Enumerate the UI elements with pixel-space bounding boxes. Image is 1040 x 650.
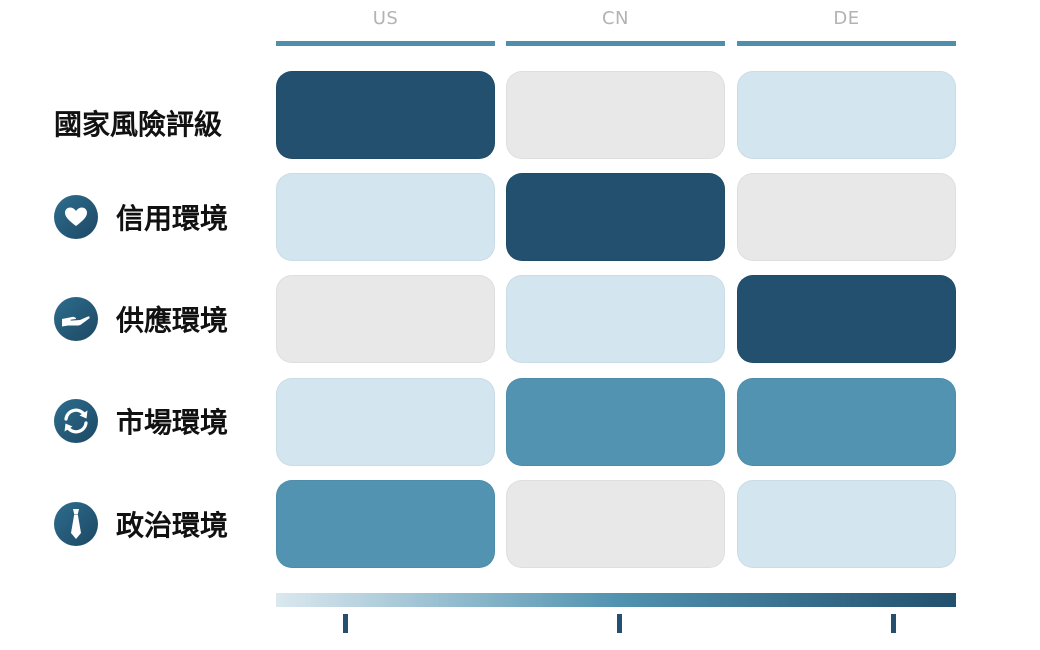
row-label-supply: 供應環境	[54, 275, 228, 363]
heatmap-cell-cn-5	[506, 480, 725, 568]
heatmap-cell-us-1	[276, 71, 495, 159]
row-label-country-risk: 國家風險評級	[54, 79, 222, 167]
row-label-text: 信用環境	[116, 202, 229, 235]
legend-tick-2	[617, 614, 622, 633]
row-label-political: 政治環境	[54, 480, 228, 568]
heatmap-cell-de-3	[737, 275, 956, 363]
column-header-cn: CN	[601, 8, 630, 29]
heatmap-cell-us-2	[276, 173, 495, 261]
row-label-text: 政治環境	[116, 509, 229, 542]
heatmap-cell-cn-1	[506, 71, 725, 159]
legend-tick-1	[343, 614, 348, 633]
heatmap-cell-de-2	[737, 173, 956, 261]
heatmap-cell-us-5	[276, 480, 495, 568]
column-header-us: US	[372, 8, 399, 29]
heatmap-cell-us-3	[276, 275, 495, 363]
row-label-text: 國家風險評級	[54, 108, 223, 141]
cycle-arrows-icon	[54, 399, 98, 443]
column-bar-de	[737, 41, 956, 46]
heatmap-cell-de-1	[737, 71, 956, 159]
column-header-de: DE	[833, 8, 860, 29]
legend-gradient-bar	[276, 593, 956, 607]
necktie-icon	[54, 502, 98, 546]
legend-tick-3	[891, 614, 896, 633]
row-label-text: 市場環境	[116, 406, 229, 439]
row-label-market: 市場環境	[54, 377, 228, 465]
heatmap-cell-cn-4	[506, 378, 725, 466]
hand-icon	[54, 297, 98, 341]
row-label-credit: 信用環境	[54, 173, 228, 261]
heatmap-cell-cn-2	[506, 173, 725, 261]
heatmap-cell-cn-3	[506, 275, 725, 363]
heatmap-cell-us-4	[276, 378, 495, 466]
column-bar-cn	[506, 41, 725, 46]
heart-icon	[54, 195, 98, 239]
heatmap-cell-de-5	[737, 480, 956, 568]
heatmap-cell-de-4	[737, 378, 956, 466]
row-label-text: 供應環境	[116, 304, 229, 337]
column-bar-us	[276, 41, 495, 46]
